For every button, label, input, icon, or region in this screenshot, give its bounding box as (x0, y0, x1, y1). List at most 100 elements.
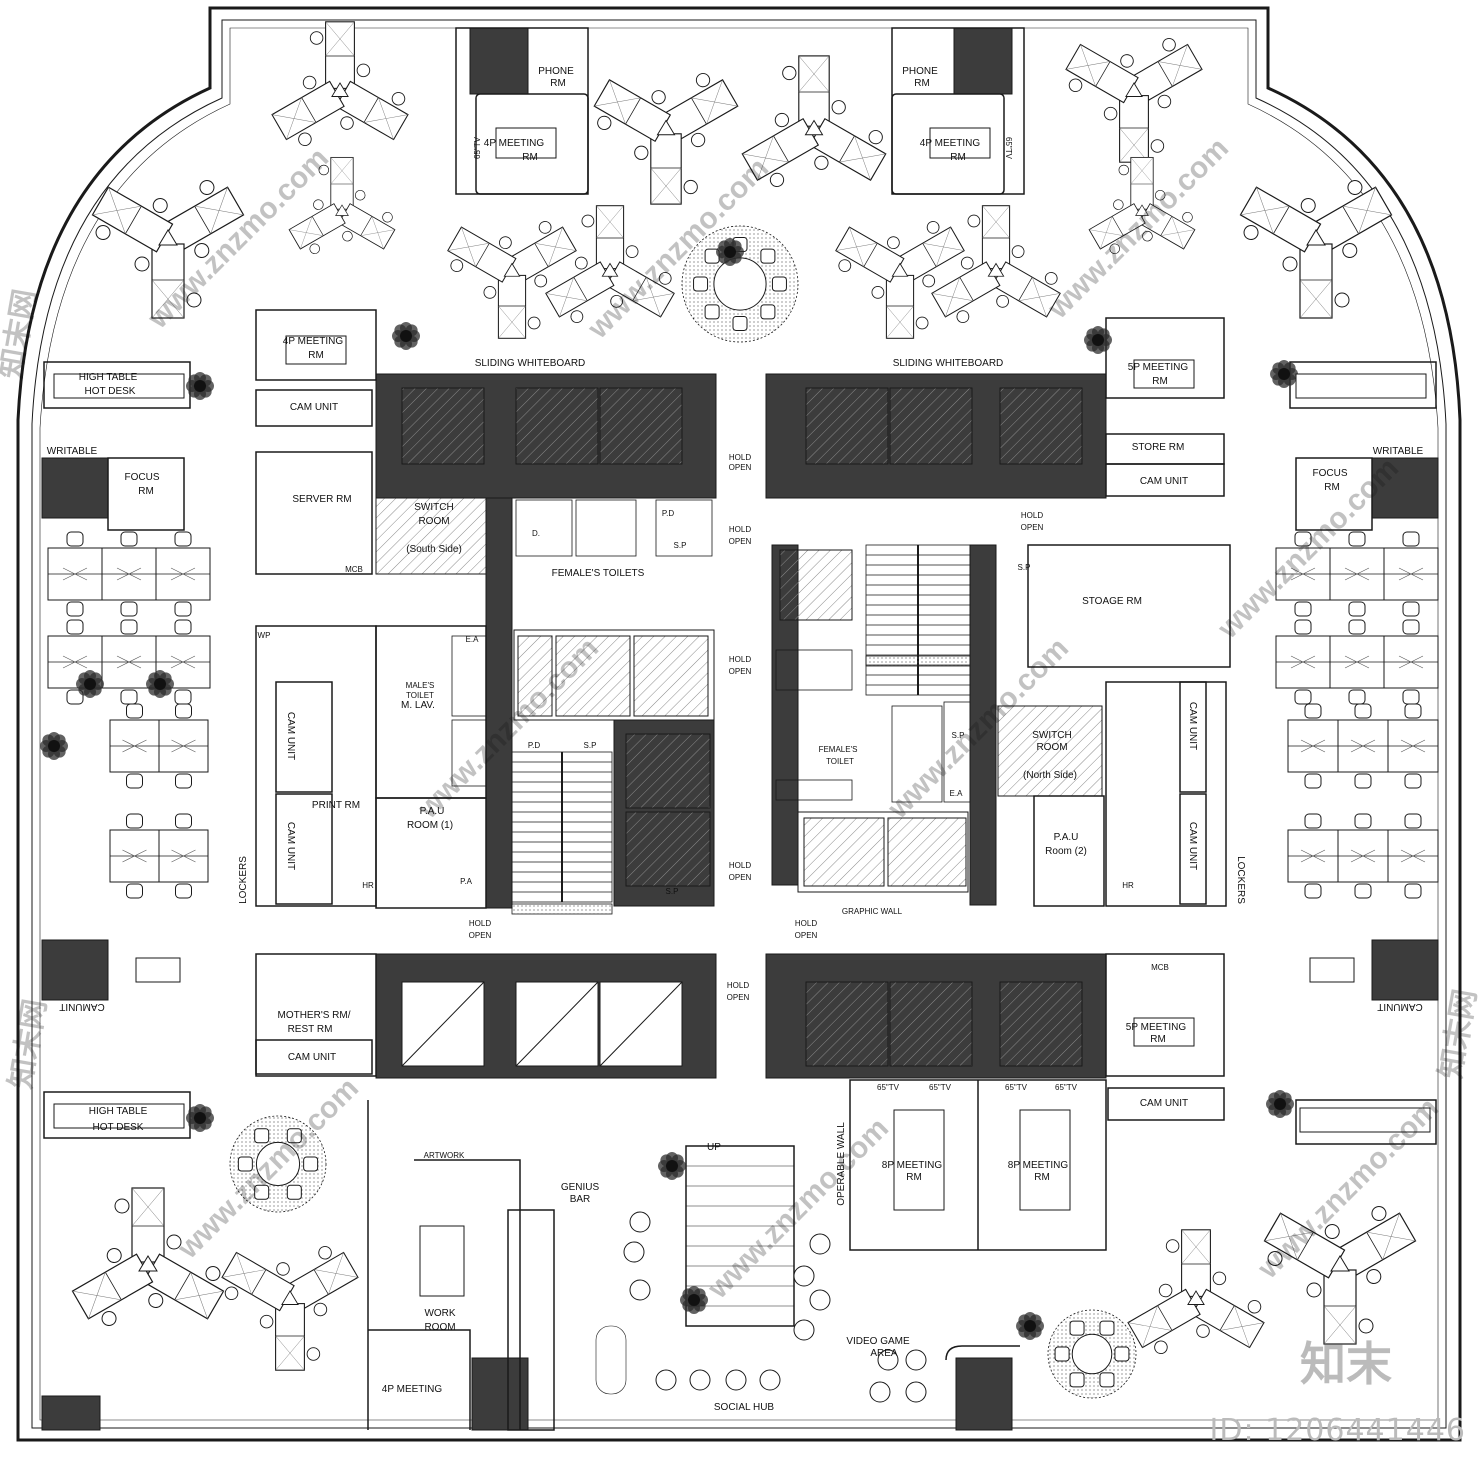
label-4p-meeting-bottom: 4P MEETING (382, 1384, 443, 1395)
label-cam-unit-4: CAM UNIT (1140, 1098, 1188, 1109)
label-work-room: WORK (424, 1308, 455, 1319)
label-writable-left: WRITABLE (47, 446, 98, 457)
plants (40, 238, 1298, 1340)
desk-bank (109, 703, 209, 789)
svg-text:RM: RM (1034, 1172, 1050, 1183)
workstation-cluster (288, 156, 396, 255)
svg-text:Room (2): Room (2) (1045, 846, 1087, 857)
label-store-rm: STORE RM (1132, 442, 1185, 453)
label-cam-unit-1: CAM UNIT (290, 402, 338, 413)
svg-text:REST RM: REST RM (288, 1024, 333, 1035)
svg-text:ROOM (1): ROOM (1) (407, 820, 453, 831)
svg-text:HOLD: HOLD (469, 919, 491, 928)
label-video-game-area: VIDEO GAME (846, 1336, 910, 1347)
plant (680, 1286, 708, 1314)
room-walls (43, 27, 1437, 1431)
svg-text:知末网: 知末网 (0, 287, 43, 381)
svg-text:S.P: S.P (584, 741, 597, 750)
svg-text:OPEN: OPEN (727, 993, 750, 1002)
svg-text:TOILET: TOILET (406, 691, 434, 700)
workstation-cluster (221, 1245, 359, 1371)
desk-banks (47, 531, 1439, 899)
plant (1266, 1090, 1294, 1118)
label-up: UP (707, 1142, 721, 1153)
svg-text:65"TV: 65"TV (877, 1083, 900, 1092)
label-focus-right: FOCUS (1313, 468, 1348, 479)
svg-text:www.znzmo.com: www.znzmo.com (171, 1072, 365, 1266)
plant (186, 1104, 214, 1132)
label-4p-meeting-tr: 4P MEETING (920, 138, 981, 149)
workstation-cluster (835, 220, 965, 339)
label-lockers-left: LOCKERS (238, 856, 249, 904)
svg-text:S.P: S.P (1018, 563, 1031, 572)
label-8p-meeting-a: 8P MEETING (882, 1160, 943, 1171)
label-social-hub: SOCIAL HUB (714, 1402, 775, 1413)
svg-text:D.: D. (532, 529, 540, 538)
svg-text:知末网: 知末网 (1434, 987, 1480, 1081)
label-cam-unit-v3: CAM UNIT (1187, 702, 1198, 750)
svg-text:RM: RM (1324, 482, 1340, 493)
label-cam-unit-v4: CAM UNIT (1187, 822, 1198, 870)
workstation-cluster (91, 179, 245, 319)
label-artwork: ARTWORK (424, 1151, 465, 1160)
plant (716, 238, 744, 266)
label-male-toilet: MALE'S (406, 681, 435, 690)
label-stoage-rm: STOAGE RM (1082, 596, 1142, 607)
svg-text:RM: RM (914, 78, 930, 89)
lounge-chair (905, 1381, 927, 1403)
round-table (1047, 1309, 1137, 1399)
svg-text:M. LAV.: M. LAV. (401, 700, 435, 711)
image-id: ID: 1206441446 (1209, 1413, 1466, 1448)
svg-text:BAR: BAR (570, 1194, 591, 1205)
svg-text:HR: HR (362, 881, 374, 890)
svg-text:HOLD: HOLD (727, 981, 749, 990)
svg-text:RM: RM (308, 350, 324, 361)
lounge-chair (869, 1381, 891, 1403)
label-high-table-bottom: HIGH TABLE (89, 1106, 148, 1117)
label-pau-1: P.A.U (420, 806, 445, 817)
svg-text:S.P: S.P (666, 887, 679, 896)
plant (40, 732, 68, 760)
desk-bank (47, 619, 211, 705)
lounge-chair (623, 1241, 645, 1263)
lounge-chair (809, 1289, 831, 1311)
workstation-cluster (1263, 1205, 1417, 1345)
svg-text:RM: RM (906, 1172, 922, 1183)
label-server-rm: SERVER RM (292, 494, 351, 505)
svg-text:OPEN: OPEN (729, 667, 752, 676)
svg-text:AREA: AREA (870, 1348, 898, 1359)
workstation-cluster (1088, 156, 1196, 255)
plant (658, 1152, 686, 1180)
svg-text:HOT DESK: HOT DESK (93, 1122, 144, 1133)
room-labels: PHONE RM PHONE RM 4P MEETING RM 4P MEETI… (47, 66, 1424, 1413)
svg-text:(South Side): (South Side) (406, 544, 462, 555)
lounge-chair (793, 1319, 815, 1341)
lounge-chair (629, 1279, 651, 1301)
lounge-chair (655, 1369, 677, 1391)
svg-text:P.D: P.D (528, 741, 541, 750)
svg-text:HOLD: HOLD (1021, 511, 1043, 520)
svg-text:S.P: S.P (952, 731, 965, 740)
label-cam-unit-3: CAM UNIT (288, 1052, 336, 1063)
label-mothers-rm: MOTHER'S RM/ (277, 1010, 350, 1021)
label-cam-unit-v1: CAM UNIT (285, 712, 296, 760)
lounge-chair (793, 1265, 815, 1287)
label-genius-bar: GENIUS (561, 1182, 600, 1193)
lounge-chair (809, 1233, 831, 1255)
workstation-cluster (1065, 37, 1203, 163)
svg-text:HOLD: HOLD (729, 655, 751, 664)
svg-text:S.P: S.P (674, 541, 687, 550)
round-tables (229, 225, 1137, 1403)
svg-text:65"TV: 65"TV (1005, 1083, 1028, 1092)
toilet-fixtures (451, 499, 971, 803)
plant (392, 322, 420, 350)
label-switch-south: SWITCH (414, 502, 453, 513)
svg-text:TOILET: TOILET (826, 757, 854, 766)
workstation-cluster (931, 205, 1061, 324)
label-phone-rm-right: PHONE (902, 66, 938, 77)
label-graphic-wall: GRAPHIC WALL (842, 907, 903, 916)
plant (76, 670, 104, 698)
label-sliding-whiteboard-right: SLIDING WHITEBOARD (893, 358, 1004, 369)
